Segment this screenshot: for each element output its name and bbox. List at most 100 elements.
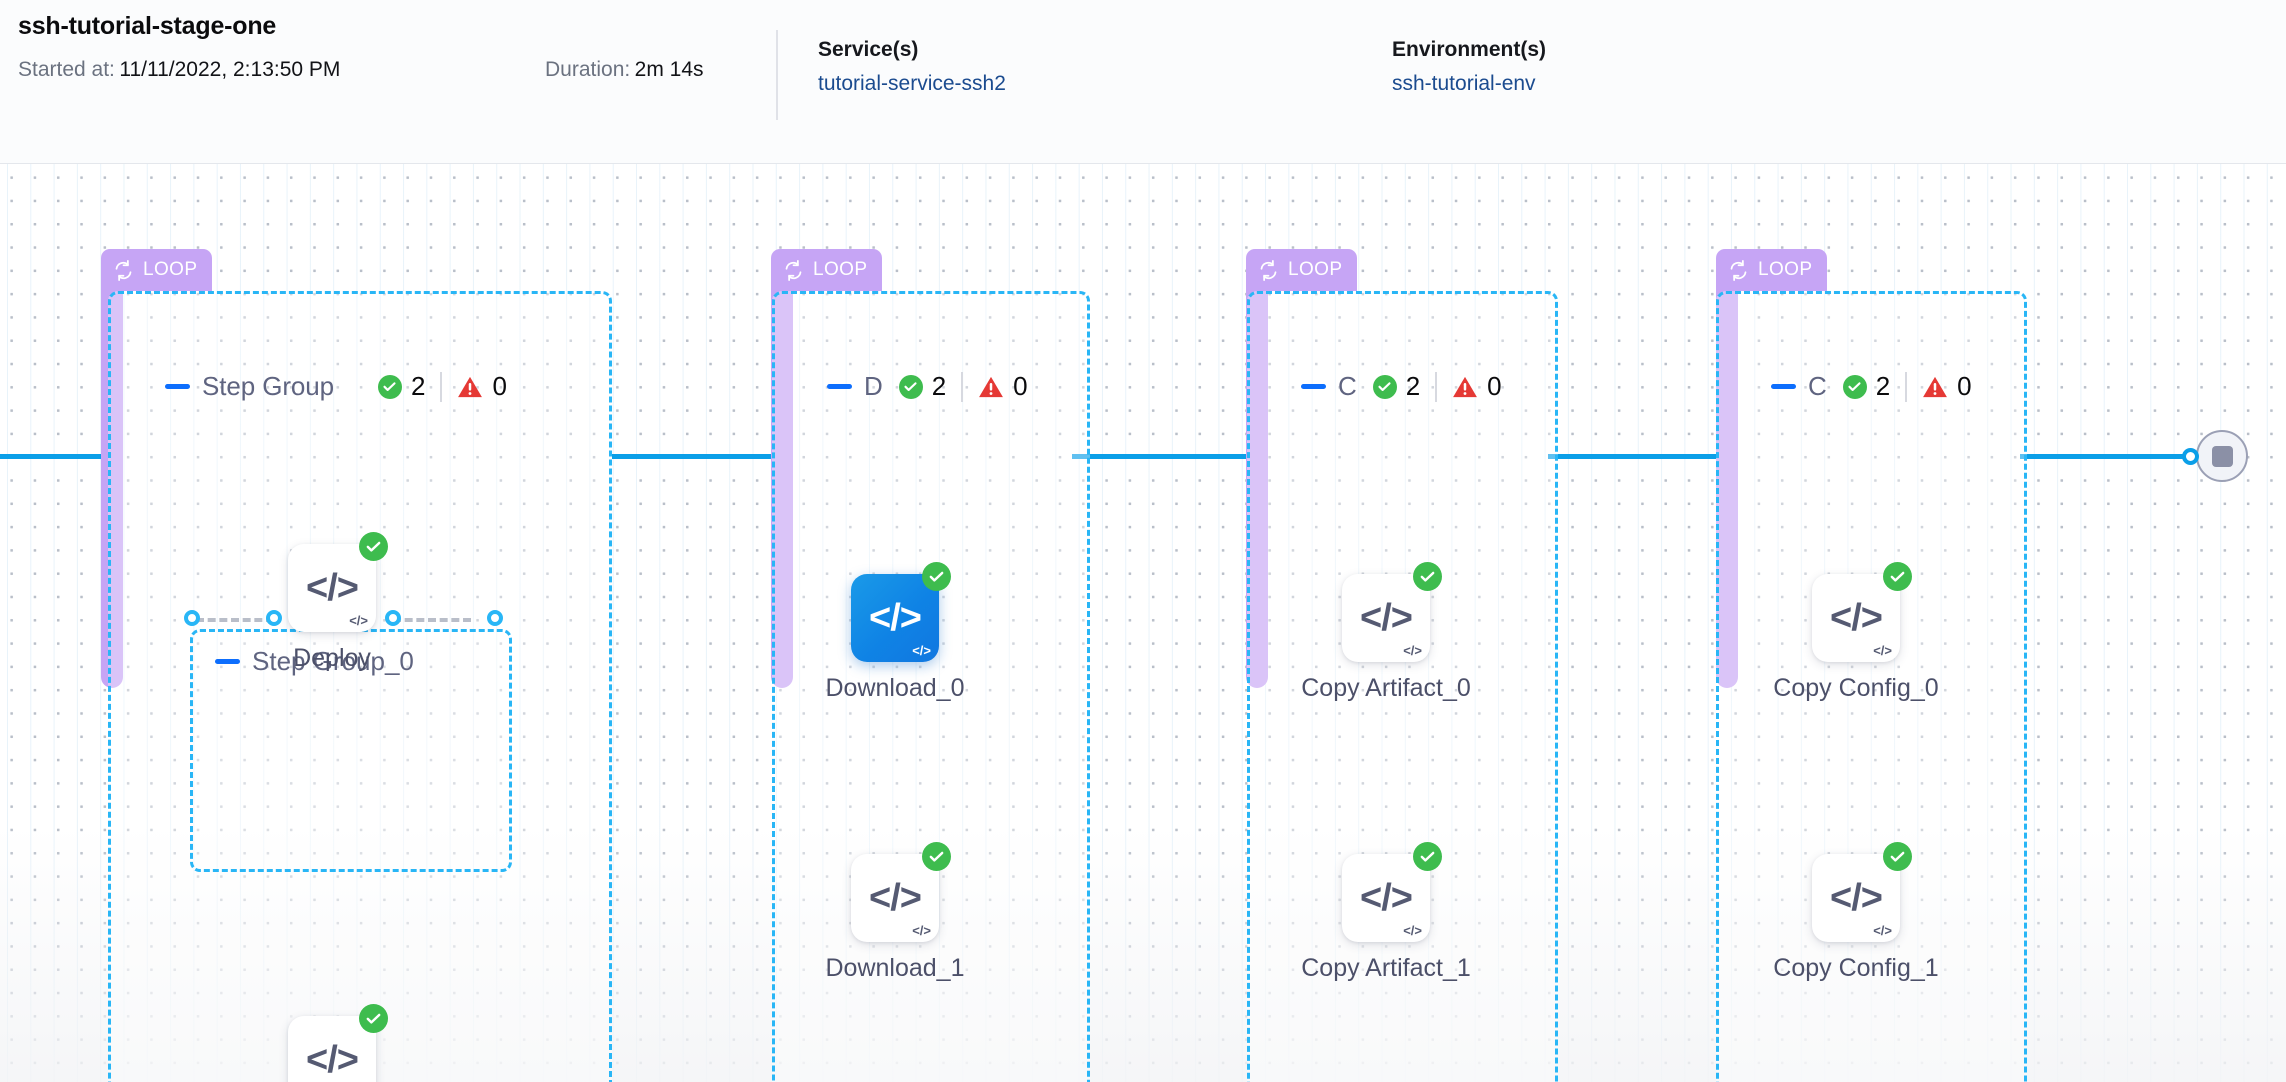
warning-triangle-icon — [1923, 376, 1948, 397]
code-icon: </> — [1360, 597, 1413, 639]
step-node-label: Copy Config_0 — [1773, 674, 1939, 702]
success-count: 2 — [1405, 371, 1421, 401]
step-node-tile[interactable]: </> </> — [851, 562, 951, 662]
group-box-download[interactable] — [772, 291, 1090, 1082]
step-node-tile[interactable]: </> </> — [851, 842, 951, 942]
status-success-icon — [922, 842, 951, 871]
loop-badge: LOOP — [1716, 249, 1828, 291]
loop-icon — [115, 259, 132, 281]
code-icon: </> — [1360, 877, 1413, 919]
group-header-step-group: Step Group 2 0 — [165, 371, 507, 402]
status-success-icon — [1883, 842, 1912, 871]
step-node-copy-config-1[interactable]: </> </> Copy Config_1 — [1773, 842, 1939, 982]
count-separator — [961, 371, 964, 402]
step-node-tile[interactable]: </> </> — [288, 532, 388, 632]
step-node-deploy[interactable]: </> </> Deploy — [288, 532, 388, 672]
error-count: 0 — [1487, 371, 1502, 401]
step-node-copy-artifact-0[interactable]: </> </> Copy Artifact_0 — [1301, 562, 1471, 702]
loop-icon — [1730, 259, 1747, 281]
duration-value: 2m 14s — [634, 58, 704, 81]
group-box-copy-config[interactable] — [1716, 291, 2027, 1082]
step-node-label: Download_0 — [825, 674, 965, 702]
loop-icon — [1260, 259, 1277, 281]
step-node-tile[interactable]: </> </> — [1342, 562, 1442, 662]
loop-badge-label: LOOP — [1288, 259, 1343, 280]
connector-line-start — [0, 454, 105, 459]
code-mini-icon: </> — [1873, 643, 1892, 658]
collapse-toggle-download[interactable] — [827, 384, 852, 389]
loop-badge-label: LOOP — [1758, 259, 1813, 280]
started-at-value: 11/11/2022, 2:13:50 PM — [119, 58, 341, 81]
group-header-copy-config: C 2 0 — [1771, 371, 1972, 402]
port-subgroup-in[interactable] — [184, 610, 200, 626]
count-separator — [440, 371, 443, 402]
environments-block: Environment(s) ssh-tutorial-env — [1392, 38, 1546, 96]
step-node-step-group-1-item[interactable]: </> </> — [288, 1004, 388, 1082]
pipeline-graph-canvas[interactable]: LOOP Step Group 2 0 Step Group_0 — [0, 164, 2286, 1082]
code-mini-icon: </> — [1873, 923, 1892, 938]
port-subgroup-out[interactable] — [487, 610, 503, 626]
step-node-tile[interactable]: </> </> — [1812, 562, 1912, 662]
error-count: 0 — [492, 371, 507, 401]
step-node-tile[interactable]: </> </> — [1342, 842, 1442, 942]
step-node-tile[interactable]: </> </> — [1812, 842, 1912, 942]
success-check-icon — [1842, 374, 1867, 399]
group-title-copy-artifact: C — [1338, 371, 1357, 401]
loop-badge: LOOP — [1246, 249, 1358, 291]
warning-triangle-icon — [1453, 376, 1478, 397]
step-node-label: Copy Artifact_1 — [1301, 954, 1471, 982]
count-separator — [1435, 371, 1438, 402]
code-mini-icon: </> — [1403, 923, 1422, 938]
loop-spine — [101, 269, 123, 688]
error-count: 0 — [1957, 371, 1972, 401]
code-mini-icon: </> — [1403, 643, 1422, 658]
collapse-toggle-step-group[interactable] — [165, 384, 190, 389]
code-icon: </> — [1830, 877, 1883, 919]
code-icon: </> — [1830, 597, 1883, 639]
duration-label: Duration: — [545, 58, 631, 81]
loop-spine — [1246, 269, 1268, 688]
status-success-icon — [359, 532, 388, 561]
services-label: Service(s) — [818, 38, 919, 61]
collapse-toggle-copy-artifact[interactable] — [1301, 384, 1326, 389]
connector-line-3-4 — [1548, 454, 1723, 459]
service-link[interactable]: tutorial-service-ssh2 — [818, 72, 1006, 95]
port-node-in[interactable] — [266, 610, 282, 626]
group-box-copy-artifact[interactable] — [1247, 291, 1558, 1082]
end-node-port[interactable] — [2182, 448, 2199, 465]
step-node-download-0[interactable]: </> </> Download_0 — [826, 562, 965, 702]
port-node-out[interactable] — [385, 610, 401, 626]
step-node-download-1[interactable]: </> </> Download_1 — [826, 842, 965, 982]
success-count: 2 — [1875, 371, 1891, 401]
code-icon: </> — [306, 1039, 359, 1081]
step-node-label: Deploy — [293, 644, 371, 672]
loop-spine — [771, 269, 793, 688]
warning-triangle-icon — [979, 376, 1004, 397]
step-node-copy-artifact-1[interactable]: </> </> Copy Artifact_1 — [1301, 842, 1471, 982]
status-success-icon — [359, 1004, 388, 1033]
loop-badge-label: LOOP — [143, 259, 198, 280]
group-header-copy-artifact: C 2 0 — [1301, 371, 1502, 402]
code-mini-icon: </> — [349, 613, 368, 628]
step-node-label: Copy Config_1 — [1773, 954, 1939, 982]
status-success-icon — [1413, 842, 1442, 871]
group-counts-download: 2 0 — [898, 371, 1028, 402]
collapse-toggle-step-group-0[interactable] — [215, 659, 240, 664]
step-node-copy-config-0[interactable]: </> </> Copy Config_0 — [1773, 562, 1939, 702]
success-check-icon — [898, 374, 923, 399]
loop-spine — [1716, 269, 1738, 688]
pipeline-execution-header: ssh-tutorial-stage-one Started at: 11/11… — [0, 0, 2286, 164]
step-node-tile[interactable]: </> </> — [288, 1004, 388, 1082]
step-node-label: Copy Artifact_0 — [1301, 674, 1471, 702]
environment-link[interactable]: ssh-tutorial-env — [1392, 72, 1536, 95]
services-block: Service(s) tutorial-service-ssh2 — [818, 38, 1006, 96]
connector-line-4-end — [2020, 454, 2195, 459]
end-node[interactable] — [2196, 430, 2248, 482]
code-icon: </> — [869, 877, 922, 919]
dashed-connector-left — [196, 618, 274, 622]
collapse-toggle-copy-config[interactable] — [1771, 384, 1796, 389]
warning-triangle-icon — [458, 376, 483, 397]
subgroup-title-step-group-0: Step Group_0 — [252, 646, 414, 676]
code-icon: </> — [306, 567, 359, 609]
started-at-label: Started at: — [18, 58, 115, 81]
